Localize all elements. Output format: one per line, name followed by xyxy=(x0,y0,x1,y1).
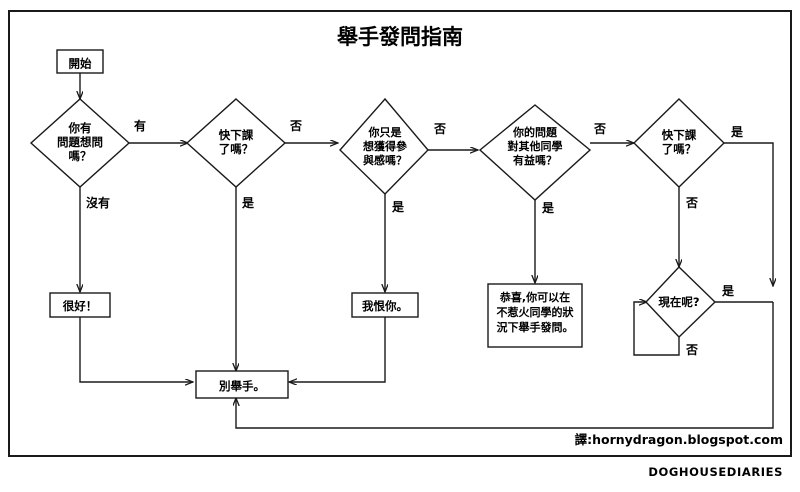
node-d4-line-2: 有益嗎？ xyxy=(513,153,557,167)
edge-label-d6-yes: 是 xyxy=(721,284,735,298)
node-d1-line-2: 嗎？ xyxy=(69,149,92,163)
edge-label-d5-no: 否 xyxy=(685,196,698,210)
edge-good-to-dont xyxy=(79,317,193,382)
node-d5-line-1: 了嗎？ xyxy=(662,142,697,156)
node-d6-line-0: 現在呢? xyxy=(658,295,699,309)
node-hate-label: 我恨你。 xyxy=(362,299,408,313)
node-d1-line-0: 你有 xyxy=(68,121,92,135)
node-d6[interactable] xyxy=(645,266,717,338)
node-d1[interactable] xyxy=(29,98,131,188)
node-hate[interactable] xyxy=(351,292,419,318)
edge-label-d2-no: 否 xyxy=(289,119,302,133)
node-start-label: 開始 xyxy=(69,57,92,71)
edge-label-d2-yes: 是 xyxy=(241,196,255,210)
node-d3[interactable] xyxy=(339,97,429,195)
node-good-label: 很好！ xyxy=(62,299,98,313)
edge-rail-to-dont xyxy=(236,302,774,429)
edge-hate-to-dont xyxy=(289,317,386,382)
node-congrats-line-2: 況下舉手發問。 xyxy=(497,320,574,334)
node-d1-line-1: 問題想問 xyxy=(57,135,103,149)
edge-label-d3-no: 否 xyxy=(433,122,446,136)
node-d4[interactable] xyxy=(478,104,592,201)
edge-label-d5-yes: 是 xyxy=(730,125,744,139)
node-d2-line-1: 了嗎？ xyxy=(219,142,254,156)
edge-label-d6-no: 否 xyxy=(685,343,698,357)
node-start[interactable] xyxy=(56,49,104,74)
node-d5-line-0: 快下課 xyxy=(661,128,697,142)
edge-label-d4-yes: 是 xyxy=(541,201,555,215)
edge-label-d3-yes: 是 xyxy=(391,200,405,214)
edge-label-d1-yes: 有 xyxy=(134,118,146,133)
chart-border xyxy=(8,10,792,457)
node-d5[interactable] xyxy=(632,98,726,188)
node-congrats[interactable] xyxy=(487,283,583,348)
page-title: 舉手發問指南 xyxy=(336,25,463,49)
brand-credit: DOGHOUSEDIARIES xyxy=(648,465,783,479)
node-good[interactable] xyxy=(49,292,111,318)
edge-d6-no-loop xyxy=(633,302,680,356)
node-dont-label: 別舉手。 xyxy=(218,379,265,393)
node-d2[interactable] xyxy=(185,98,287,188)
node-dont[interactable] xyxy=(195,370,289,399)
node-d4-line-0: 你的問題 xyxy=(512,125,558,139)
edge-label-d4-no: 否 xyxy=(593,122,606,136)
node-d4-line-1: 對其他同學 xyxy=(508,139,563,153)
node-d3-line-0: 你只是 xyxy=(368,125,403,139)
translator-credit: 譯:hornydragon.blogspot.com xyxy=(575,432,783,447)
node-congrats-line-0: 恭喜,你可以在 xyxy=(499,290,570,304)
node-d2-line-0: 快下課 xyxy=(218,128,254,142)
node-d3-line-2: 與感嗎？ xyxy=(363,153,407,167)
node-d3-line-1: 想獲得參 xyxy=(362,139,408,153)
edge-label-d1-no: 沒有 xyxy=(86,195,110,210)
node-congrats-line-1: 不惹火同學的狀 xyxy=(497,305,575,319)
edge-d5-yes-to-rail xyxy=(724,142,773,286)
